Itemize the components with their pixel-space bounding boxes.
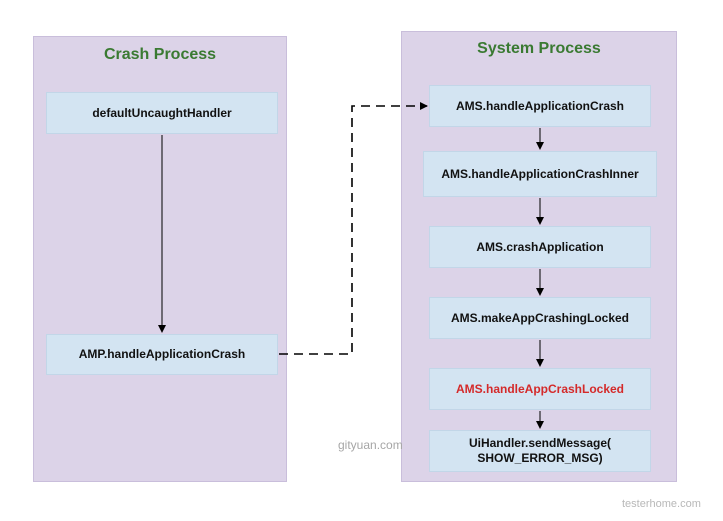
ui-handler-send-message-node: UiHandler.sendMessage( SHOW_ERROR_MSG) [429, 430, 651, 472]
ams-crash-application-node: AMS.crashApplication [429, 226, 651, 268]
ams-handle-application-crash-inner-node: AMS.handleApplicationCrashInner [423, 151, 657, 197]
system-process-title: System Process [477, 40, 601, 57]
ams-handle-application-crash-node: AMS.handleApplicationCrash [429, 85, 651, 127]
amp-handle-application-crash-node: AMP.handleApplicationCrash [46, 334, 278, 375]
gityuan-watermark: gityuan.com [338, 438, 403, 452]
testerhome-watermark: testerhome.com [622, 498, 701, 510]
crash-process-title: Crash Process [103, 46, 217, 63]
ams-make-app-crashing-locked-node: AMS.makeAppCrashingLocked [429, 297, 651, 339]
edge-amp-to-ams-dashed [279, 102, 428, 355]
ams-handle-app-crash-locked-node: AMS.handleAppCrashLocked [429, 368, 651, 410]
default-uncaught-handler-node: defaultUncaughtHandler [46, 92, 278, 134]
